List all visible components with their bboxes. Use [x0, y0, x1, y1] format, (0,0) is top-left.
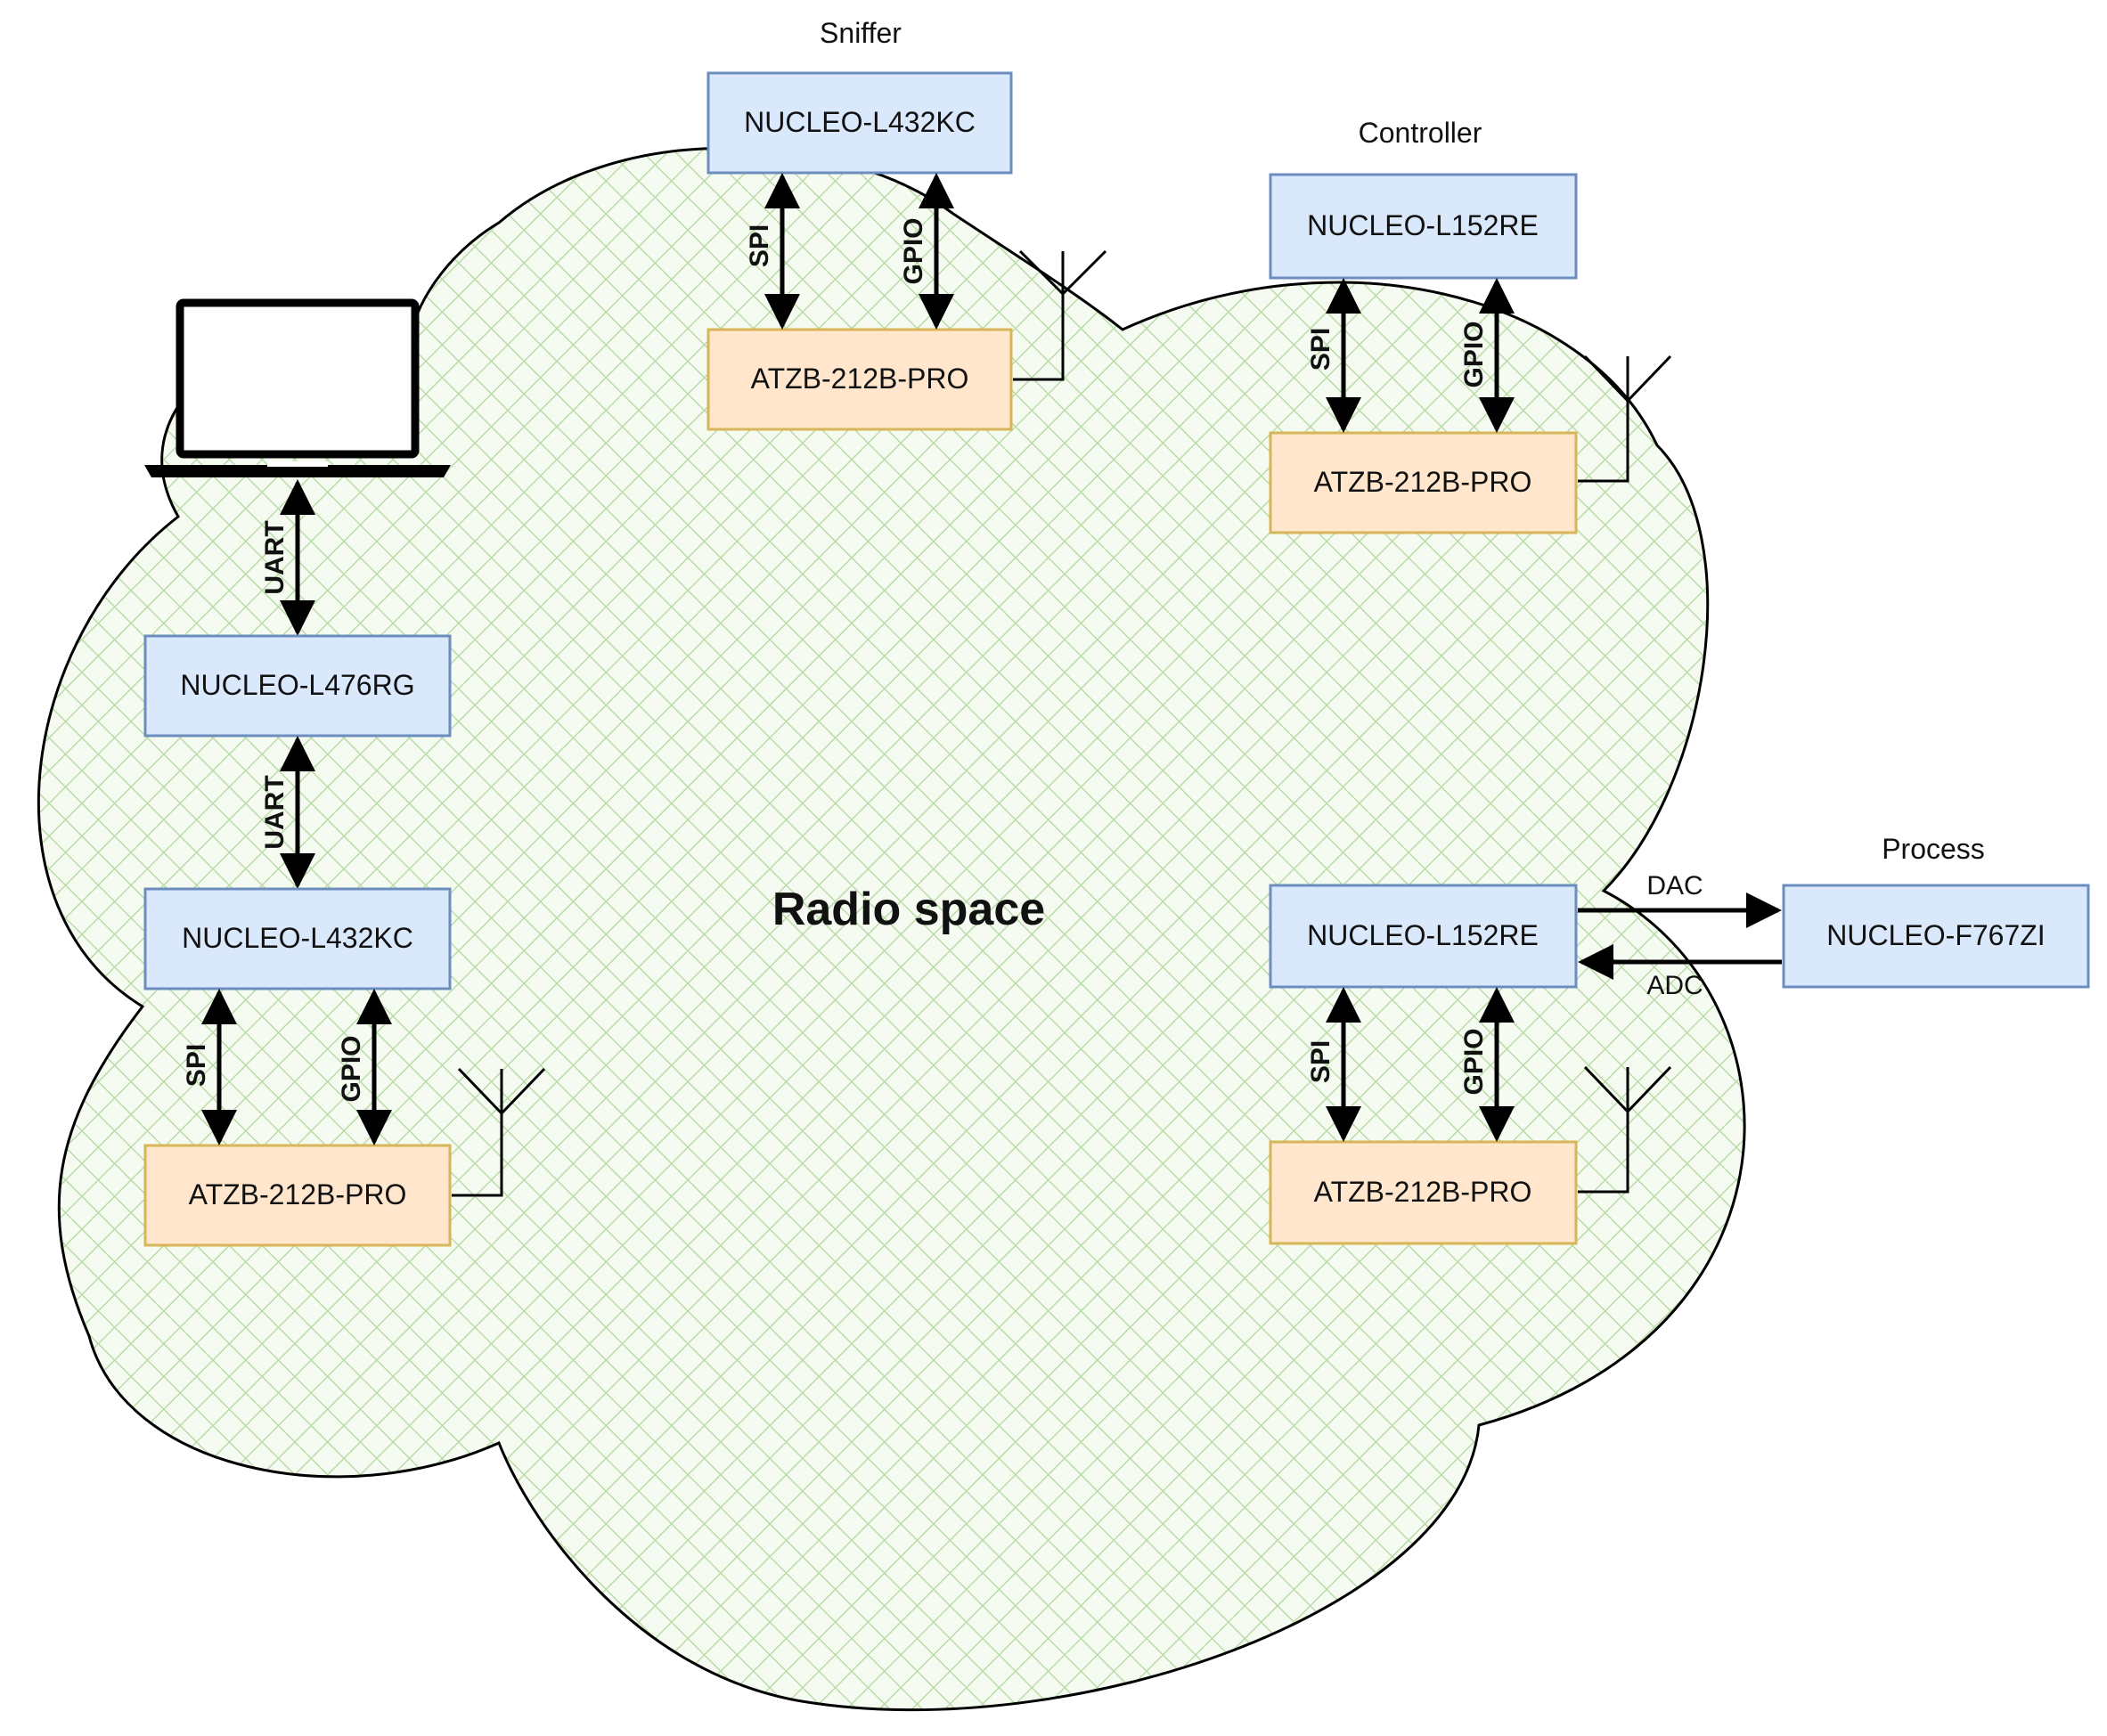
host-radio-box[interactable]: ATZB-212B-PRO [143, 1144, 452, 1247]
process-node-mcu-box[interactable]: NUCLEO-L152RE [1269, 884, 1578, 989]
sniffer-mcu-box[interactable]: NUCLEO-L432KC [706, 71, 1013, 175]
process-node-mcu-label: NUCLEO-L152RE [1307, 919, 1539, 951]
host-uart-bottom-label: UART [260, 775, 290, 849]
controller-mcu-label: NUCLEO-L152RE [1307, 209, 1539, 241]
host-mcu-label: NUCLEO-L432KC [182, 922, 413, 954]
sniffer-radio-box[interactable]: ATZB-212B-PRO [706, 328, 1013, 431]
controller-radio-label: ATZB-212B-PRO [1314, 466, 1532, 498]
host-mcu-box[interactable]: NUCLEO-L432KC [143, 887, 452, 990]
process-title: Process [1882, 833, 1985, 865]
process-mcu-box[interactable]: NUCLEO-F767ZI [1782, 884, 2090, 989]
controller-antenna-icon [1578, 355, 1672, 483]
dac-label: DAC [1646, 871, 1703, 901]
process-mcu-label: NUCLEO-F767ZI [1826, 919, 2045, 951]
host-bridge-label: NUCLEO-L476RG [180, 669, 414, 701]
controller-spi-label: SPI [1306, 328, 1335, 371]
center-label: Radio space [772, 884, 1045, 935]
controller-radio-box[interactable]: ATZB-212B-PRO [1269, 431, 1578, 534]
sniffer-radio-label: ATZB-212B-PRO [751, 363, 969, 395]
sniffer-mcu-label: NUCLEO-L432KC [744, 106, 976, 138]
host-gpio-label: GPIO [337, 1035, 366, 1102]
process-node-radio-label: ATZB-212B-PRO [1314, 1176, 1532, 1208]
sniffer-spi-label: SPI [745, 224, 774, 267]
process-node-spi-label: SPI [1306, 1040, 1335, 1083]
sniffer-antenna-icon [1013, 249, 1107, 381]
radio-space-cloud [37, 146, 1746, 1712]
host-bridge-box[interactable]: NUCLEO-L476RG [143, 634, 452, 738]
controller-mcu-box[interactable]: NUCLEO-L152RE [1269, 173, 1578, 280]
host-radio-label: ATZB-212B-PRO [189, 1178, 407, 1210]
sniffer-gpio-label: GPIO [899, 217, 928, 284]
process-node-radio-box[interactable]: ATZB-212B-PRO [1269, 1140, 1578, 1245]
laptop-icon [144, 298, 451, 477]
controller-title: Controller [1359, 117, 1482, 149]
sniffer-title: Sniffer [820, 17, 902, 49]
host-uart-top-label: UART [260, 520, 290, 594]
controller-gpio-label: GPIO [1459, 321, 1489, 387]
process-node-gpio-label: GPIO [1459, 1028, 1489, 1095]
host-spi-label: SPI [182, 1044, 211, 1087]
adc-label: ADC [1646, 971, 1703, 1000]
host-antenna-icon [452, 1067, 546, 1197]
process-node-antenna-icon [1578, 1065, 1672, 1194]
